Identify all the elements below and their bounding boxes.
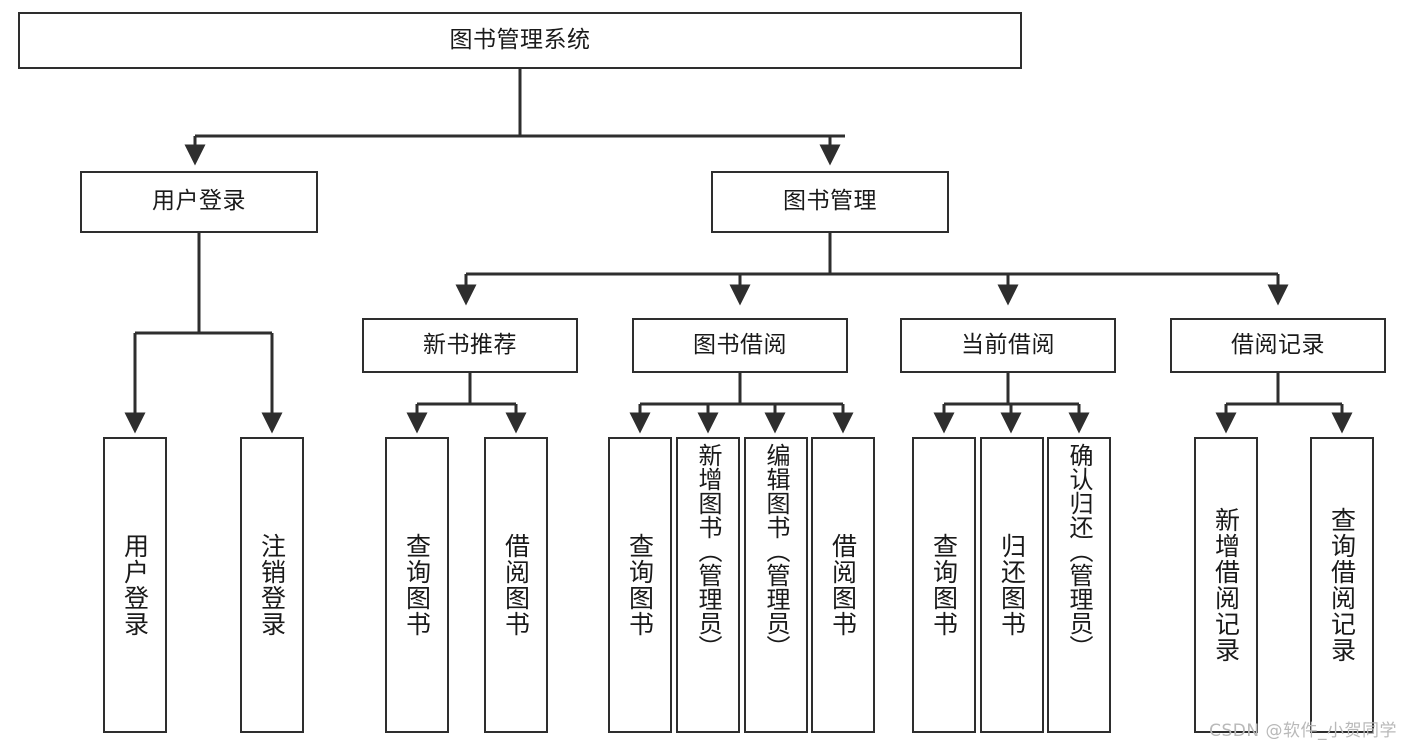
node-leaf-logout-label: 注销登录 [257,533,287,637]
node-leaf-confirm-return-admin[interactable]: 确认归还（管理员） [1047,437,1111,733]
node-book-borrowing[interactable]: 图书借阅 [632,318,848,373]
node-leaf-query-book-current[interactable]: 查询图书 [912,437,976,733]
node-book-management-label: 图书管理 [783,188,877,215]
node-book-borrowing-label: 图书借阅 [693,331,787,358]
node-book-management[interactable]: 图书管理 [711,171,949,233]
node-leaf-add-book-admin-label: 新增图书（管理员） [694,443,722,659]
node-leaf-query-borrow-record-label: 查询借阅记录 [1327,507,1357,663]
node-leaf-user-login-label: 用户登录 [120,533,150,637]
node-leaf-query-book-recommend-label: 查询图书 [402,533,432,637]
node-leaf-return-book[interactable]: 归还图书 [980,437,1044,733]
node-leaf-add-borrow-record[interactable]: 新增借阅记录 [1194,437,1258,733]
node-new-book-recommendation-label: 新书推荐 [423,331,517,358]
node-leaf-user-login[interactable]: 用户登录 [103,437,167,733]
node-borrow-records-label: 借阅记录 [1231,331,1325,358]
node-user-login-label: 用户登录 [152,188,246,215]
node-leaf-borrow-book-label: 借阅图书 [828,533,858,637]
node-user-login[interactable]: 用户登录 [80,171,318,233]
node-current-borrowing-label: 当前借阅 [961,331,1055,358]
node-leaf-query-book-borrow[interactable]: 查询图书 [608,437,672,733]
node-leaf-add-book-admin[interactable]: 新增图书（管理员） [676,437,740,733]
node-root-book-management-system[interactable]: 图书管理系统 [18,12,1022,69]
node-leaf-confirm-return-admin-label: 确认归还（管理员） [1065,443,1093,659]
node-leaf-borrow-book-recommend[interactable]: 借阅图书 [484,437,548,733]
node-leaf-borrow-book[interactable]: 借阅图书 [811,437,875,733]
node-leaf-query-book-recommend[interactable]: 查询图书 [385,437,449,733]
node-leaf-logout[interactable]: 注销登录 [240,437,304,733]
node-leaf-edit-book-admin-label: 编辑图书（管理员） [762,443,790,659]
node-leaf-query-book-borrow-label: 查询图书 [625,533,655,637]
node-leaf-add-borrow-record-label: 新增借阅记录 [1211,507,1241,663]
node-leaf-borrow-book-recommend-label: 借阅图书 [501,533,531,637]
node-leaf-query-book-current-label: 查询图书 [929,533,959,637]
node-new-book-recommendation[interactable]: 新书推荐 [362,318,578,373]
node-root-label: 图书管理系统 [449,26,591,53]
node-leaf-query-borrow-record[interactable]: 查询借阅记录 [1310,437,1374,733]
node-current-borrowing[interactable]: 当前借阅 [900,318,1116,373]
node-borrow-records[interactable]: 借阅记录 [1170,318,1386,373]
node-leaf-return-book-label: 归还图书 [997,533,1027,637]
node-leaf-edit-book-admin[interactable]: 编辑图书（管理员） [744,437,808,733]
